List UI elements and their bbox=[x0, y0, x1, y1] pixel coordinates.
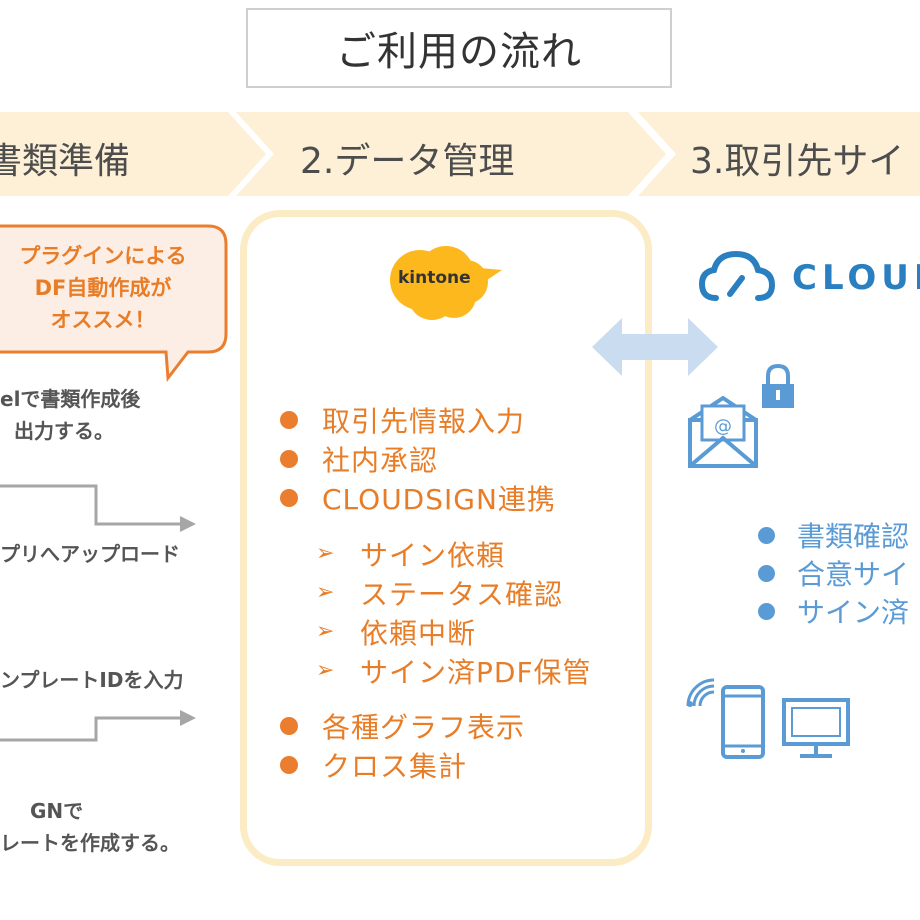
left-step-text-3: ンプレートIDを入力 bbox=[0, 668, 184, 692]
cloudsign-sub-list: ➢ サイン依頼 ➢ ステータス確認 ➢ 依頼中断 ➢ サイン済PDF保管 bbox=[316, 534, 592, 690]
kintone-panel bbox=[240, 210, 652, 866]
smartphone-icon bbox=[721, 685, 765, 759]
left-step-text-1-line-1: elで書類作成後 bbox=[0, 387, 141, 411]
email-icon: @ bbox=[688, 395, 758, 468]
list-item: 合意サイ bbox=[758, 554, 909, 592]
list-item: 書類確認 bbox=[758, 516, 909, 554]
left-step-text-1-line-2: 出力する。 bbox=[14, 419, 114, 443]
sub-list-item-text: サイン済PDF保管 bbox=[360, 655, 592, 689]
left-step-text-4-line-2: レートを作成する。 bbox=[0, 831, 180, 855]
sub-list-item: ➢ サイン依頼 bbox=[316, 534, 592, 573]
bubble-line-2: DF自動作成が bbox=[34, 276, 172, 300]
arrow-bullet-icon: ➢ bbox=[316, 619, 335, 644]
bubble-line-3: オススメ！ bbox=[50, 308, 156, 332]
list-item: 各種グラフ表示 bbox=[280, 706, 525, 745]
sub-list-item-text: サイン依頼 bbox=[360, 538, 506, 572]
kintone-logo-text: kintone bbox=[398, 268, 471, 288]
list-item-text: 取引先情報入力 bbox=[322, 404, 526, 438]
arrow-bullet-icon: ➢ bbox=[316, 580, 335, 605]
step-3-label: 3.取引先サイ bbox=[690, 141, 905, 182]
kintone-feature-list-2: 各種グラフ表示 クロス集計 bbox=[280, 706, 525, 784]
sub-list-item: ➢ サイン済PDF保管 bbox=[316, 651, 592, 690]
left-step-text-4: GNで レートを作成する。 bbox=[0, 795, 180, 859]
sub-list-item: ➢ ステータス確認 bbox=[316, 573, 592, 612]
list-item-text: 社内承認 bbox=[322, 443, 439, 477]
step-1-chevron bbox=[0, 112, 266, 196]
page-title: ご利用の流れ bbox=[246, 8, 672, 88]
double-arrow-icon bbox=[592, 318, 718, 376]
bubble-line-1: プラグインによる bbox=[19, 244, 187, 268]
kintone-logo-icon bbox=[390, 246, 502, 320]
flow-arrow-2 bbox=[0, 710, 196, 742]
sub-list-item-text: ステータス確認 bbox=[360, 577, 564, 611]
step-chevrons bbox=[0, 112, 920, 196]
bullet-dot bbox=[280, 410, 298, 429]
list-item-text: サイン済 bbox=[797, 596, 910, 629]
cloudsign-feature-list: 書類確認 合意サイ サイン済 bbox=[758, 516, 909, 630]
bullet-dot bbox=[280, 488, 298, 507]
monitor-icon bbox=[782, 698, 850, 758]
list-item-text: クロス集計 bbox=[322, 749, 468, 783]
cloudsign-logo-text: CLOUD bbox=[792, 258, 920, 298]
speech-bubble bbox=[0, 224, 228, 382]
left-step-text-4-line-1: GNで bbox=[30, 799, 84, 823]
arrow-bullet-icon: ➢ bbox=[316, 541, 335, 566]
bubble-text: プラグインによる DF自動作成が オススメ！ bbox=[0, 240, 206, 336]
arrow-bullet-icon: ➢ bbox=[316, 658, 335, 683]
bullet-dot bbox=[280, 449, 298, 468]
list-item-text: 書類確認 bbox=[797, 520, 910, 553]
bullet-dot bbox=[280, 716, 298, 735]
list-item: CLOUDSIGN連携 bbox=[280, 478, 556, 517]
bullet-dot bbox=[758, 526, 775, 544]
list-item-text: CLOUDSIGN連携 bbox=[322, 482, 556, 516]
list-item: サイン済 bbox=[758, 592, 909, 630]
step-1-label: 書類準備 bbox=[0, 141, 131, 182]
sub-list-item-text: 依頼中断 bbox=[360, 616, 477, 650]
bullet-dot bbox=[758, 602, 775, 620]
left-step-text-1: elで書類作成後 出力する。 bbox=[0, 383, 140, 447]
kintone-feature-list: 取引先情報入力 社内承認 CLOUDSIGN連携 bbox=[280, 400, 556, 517]
flow-arrow-1 bbox=[0, 484, 196, 532]
step-2-label: 2.データ管理 bbox=[300, 141, 515, 182]
wifi-icon bbox=[686, 678, 715, 707]
bullet-dot bbox=[758, 564, 775, 582]
lock-icon bbox=[762, 363, 794, 408]
bullet-dot bbox=[280, 755, 298, 774]
list-item: 取引先情報入力 bbox=[280, 400, 556, 439]
email-at-sign: @ bbox=[714, 416, 732, 437]
step-3-chevron bbox=[638, 112, 920, 196]
list-item: クロス集計 bbox=[280, 745, 525, 784]
list-item: 社内承認 bbox=[280, 439, 556, 478]
list-item-text: 各種グラフ表示 bbox=[322, 710, 526, 744]
sub-list-item: ➢ 依頼中断 bbox=[316, 612, 592, 651]
step-2-chevron bbox=[236, 112, 666, 196]
cloud-icon bbox=[698, 250, 776, 301]
left-step-text-2: プリへアップロード bbox=[0, 542, 180, 566]
list-item-text: 合意サイ bbox=[797, 558, 910, 591]
